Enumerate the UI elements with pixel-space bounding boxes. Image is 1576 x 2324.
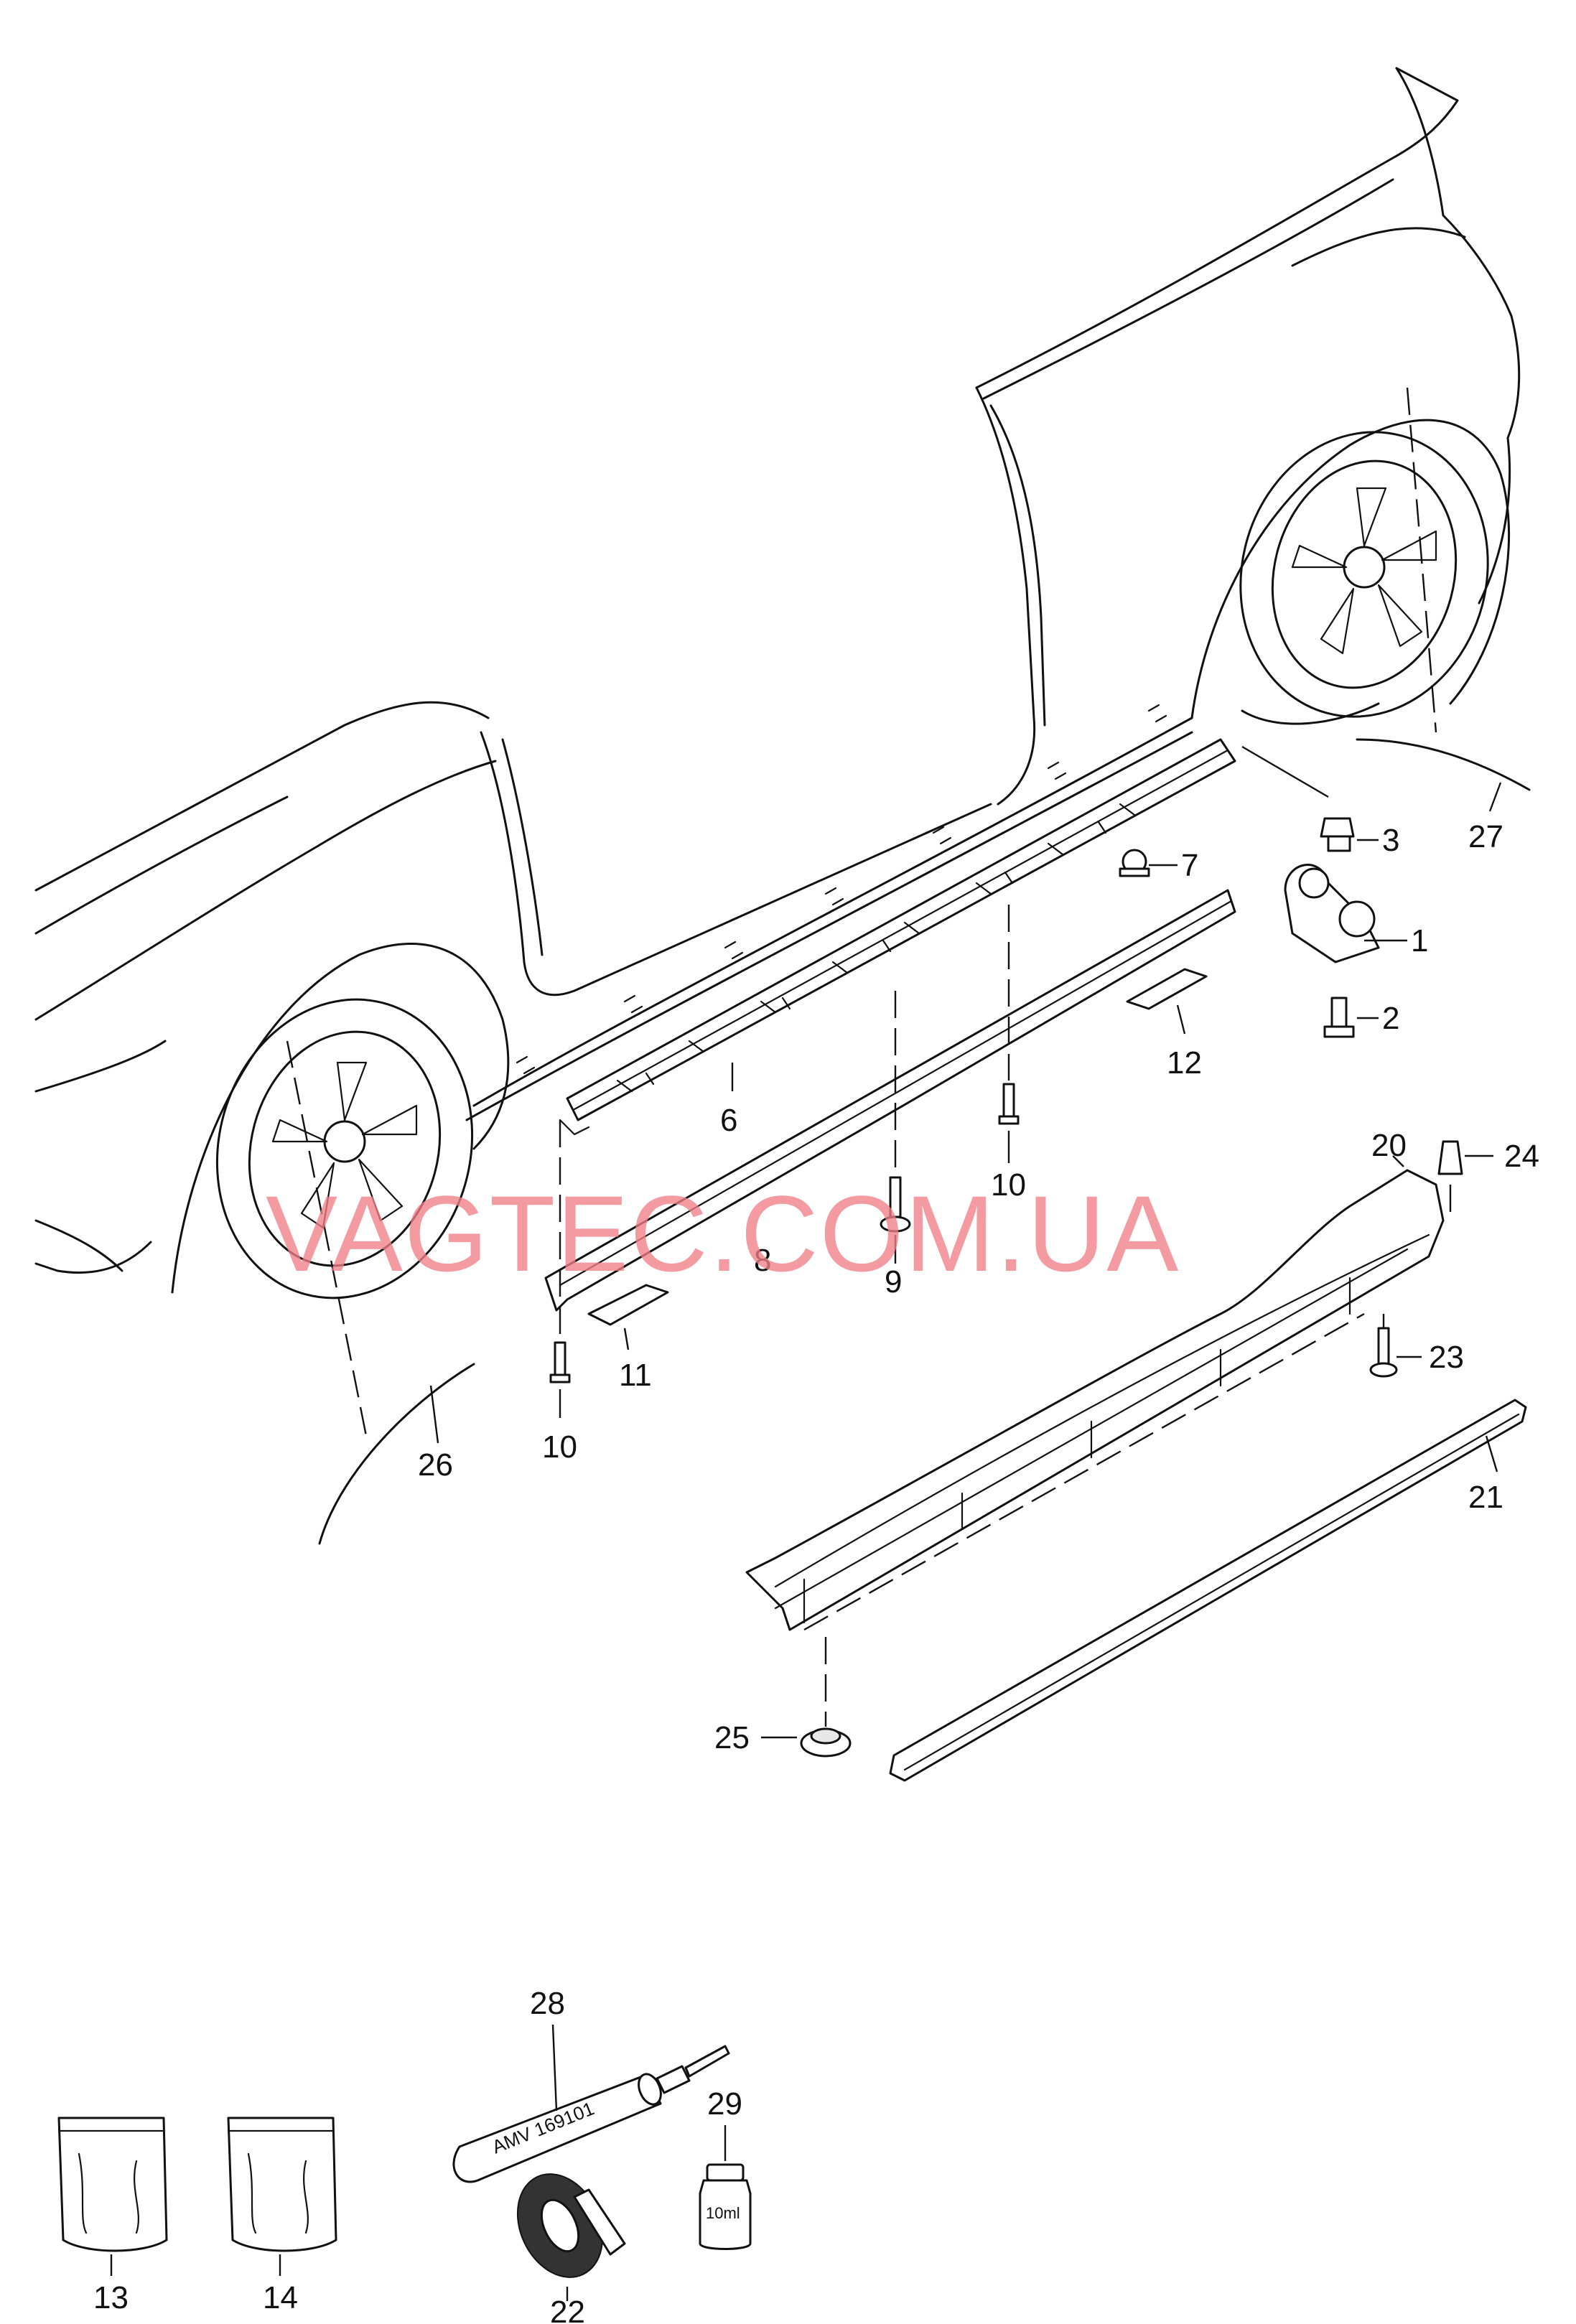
leader-lines <box>286 387 1502 1739</box>
callout-12: 12 <box>1167 1045 1202 1081</box>
callout-23: 23 <box>1429 1340 1464 1375</box>
callout-28: 28 <box>530 1986 565 2021</box>
callout-8: 8 <box>754 1243 771 1278</box>
callout-24: 24 <box>1504 1139 1539 1174</box>
callout-10-upper: 10 <box>991 1167 1026 1203</box>
callout-9: 9 <box>885 1264 902 1299</box>
callout-1: 1 <box>1411 923 1428 958</box>
car-body-outline <box>34 67 1521 1274</box>
accessory-bag-13 <box>57 2117 168 2276</box>
bottle-label: 10ml <box>706 2204 740 2222</box>
callout-14: 14 <box>263 2280 298 2315</box>
wheel-arch-trims <box>318 738 1531 1545</box>
callout-25: 25 <box>714 1720 750 1755</box>
callout-numbers: 1 2 3 6 7 8 9 10 10 11 12 13 14 20 21 22… <box>93 819 1539 2324</box>
callout-7: 7 <box>1181 848 1198 883</box>
sill-trim-panel <box>544 889 1236 1326</box>
front-wheel <box>171 943 510 1299</box>
callout-6: 6 <box>720 1103 737 1138</box>
adhesive-tube: AMV 169101 <box>452 2024 730 2183</box>
liquid-bottle: 10ml <box>699 2125 752 2250</box>
callout-10-lower: 10 <box>542 1429 577 1465</box>
sill-mounting-rail <box>516 704 1236 1136</box>
lower-trim-strip <box>889 1399 1527 1782</box>
tape-roll <box>516 2173 626 2301</box>
callout-11: 11 <box>619 1358 652 1393</box>
fasteners <box>549 817 1463 1758</box>
callout-2: 2 <box>1382 1001 1399 1036</box>
callout-21: 21 <box>1468 1480 1503 1515</box>
watermark-text: VAGTEC.COM.UA <box>266 1173 1180 1294</box>
rear-wheel <box>1190 419 1511 725</box>
callout-29: 29 <box>707 2086 742 2122</box>
callout-22: 22 <box>550 2295 585 2324</box>
callout-3: 3 <box>1382 823 1399 858</box>
callout-27: 27 <box>1468 819 1503 854</box>
accessory-bag-14 <box>227 2117 337 2276</box>
callout-13: 13 <box>93 2280 129 2315</box>
callout-26: 26 <box>418 1447 453 1483</box>
callout-20: 20 <box>1371 1128 1407 1163</box>
outer-sill-cover <box>745 1169 1445 1631</box>
